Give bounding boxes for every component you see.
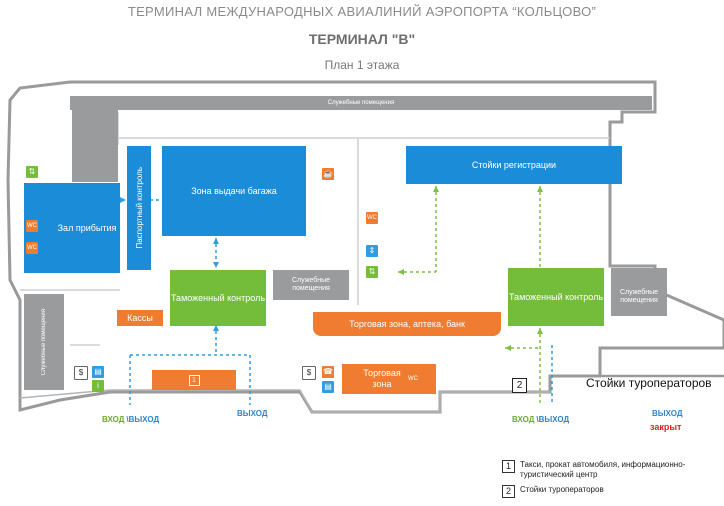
wc-icon: WC: [408, 375, 418, 382]
legend-item: 2 Стойки туроператоров: [502, 485, 702, 498]
service-rooms-mid: Служебные помещения: [273, 270, 349, 300]
exit-label: ВЫХОД: [538, 415, 570, 424]
customs-control-right-label: Таможенный контроль: [508, 291, 604, 302]
customs-control-left-label: Таможенный контроль: [170, 292, 266, 303]
exit-4: ВЫХОД: [652, 409, 683, 418]
exit-label: ВЫХОД: [128, 415, 160, 424]
service-rooms-left: Служебные помещения: [24, 294, 64, 390]
customs-control-right: Таможенный контроль: [508, 268, 604, 326]
baggage-claim: Зона выдачи багажа: [162, 146, 306, 236]
passport-control-label: Паспортный контроль: [134, 167, 144, 249]
tour-desks-label: Стойки туроператоров: [586, 376, 712, 390]
arrival-hall-label: Зал прибытия: [57, 222, 117, 233]
shopping-zone-main: Торговая зона, аптека, банк: [313, 312, 501, 336]
terminal-title: ТЕРМИНАЛ МЕЖДУНАРОДНЫХ АВИАЛИНИЙ АЭРОПОР…: [127, 4, 597, 19]
service-rooms-right-label: Служебные помещения: [619, 289, 658, 304]
legend-item: 1 Такси, прокат автомобиля, информационн…: [502, 460, 702, 480]
passport-control: Паспортный контроль: [127, 146, 151, 270]
escalator-icon: ⇅: [26, 166, 38, 178]
escalator-icon: ⇅: [366, 266, 378, 278]
marker-2: 2: [512, 378, 527, 393]
shop-zone: Торговая зона WC: [342, 364, 436, 394]
marker-1: 1: [188, 374, 200, 386]
arrival-hall: Зал прибытия: [24, 183, 120, 273]
checkin-desks-label: Стойки регистрации: [471, 159, 557, 170]
info-icon: i: [92, 380, 104, 392]
service-rooms-mid-label: Служебные помещения: [291, 277, 330, 292]
legend: 1 Такси, прокат автомобиля, информационн…: [502, 460, 702, 498]
customs-control-left: Таможенный контроль: [170, 270, 266, 326]
cafe-icon: ☕: [322, 168, 334, 180]
wc-icon: WC: [26, 242, 38, 254]
currency-exchange-icon: $: [74, 366, 88, 380]
phone-icon: ☎: [322, 366, 334, 378]
exit-2: ВЫХОД: [237, 409, 268, 418]
wc-icon: WC: [26, 220, 38, 232]
terminal-subtitle: ТЕРМИНАЛ "В": [308, 31, 416, 47]
service-block-left: [72, 110, 118, 182]
legend-text: Такси, прокат автомобиля, информационно-…: [520, 460, 686, 479]
cashier: Кассы: [117, 310, 163, 326]
entrance-exit-1: ВХОД\ВЫХОД: [102, 415, 160, 424]
floor-label: План 1 этажа: [324, 58, 400, 72]
taxi-info-area: 1: [152, 370, 236, 390]
shopping-zone-main-label: Торговая зона, аптека, банк: [349, 318, 465, 329]
elevator-icon: ⇕: [366, 245, 378, 257]
wc-icon: WC: [366, 212, 378, 224]
entrance-label: ВХОД: [512, 415, 535, 424]
service-rooms-right: Служебные помещения: [611, 268, 667, 316]
atm-icon: ▤: [322, 381, 334, 393]
entrance-label: ВХОД: [102, 415, 125, 424]
cashier-label: Кассы: [127, 312, 153, 323]
legend-text: Стойки туроператоров: [520, 485, 604, 494]
checkin-desks: Стойки регистрации: [406, 146, 622, 184]
legend-number: 2: [502, 485, 515, 498]
legend-number: 1: [502, 460, 515, 473]
baggage-claim-label: Зона выдачи багажа: [191, 185, 277, 196]
service-rooms-top: Служебные помещения: [70, 96, 652, 110]
currency-exchange-icon: $: [302, 366, 316, 380]
service-rooms-left-label: Служебные помещения: [41, 308, 47, 376]
shop-zone-label: Торговая зона: [363, 368, 401, 389]
exit-closed: закрыт: [650, 422, 682, 432]
entrance-exit-3: ВХОД\ВЫХОД: [512, 415, 570, 424]
atm-icon: ▤: [92, 366, 104, 378]
